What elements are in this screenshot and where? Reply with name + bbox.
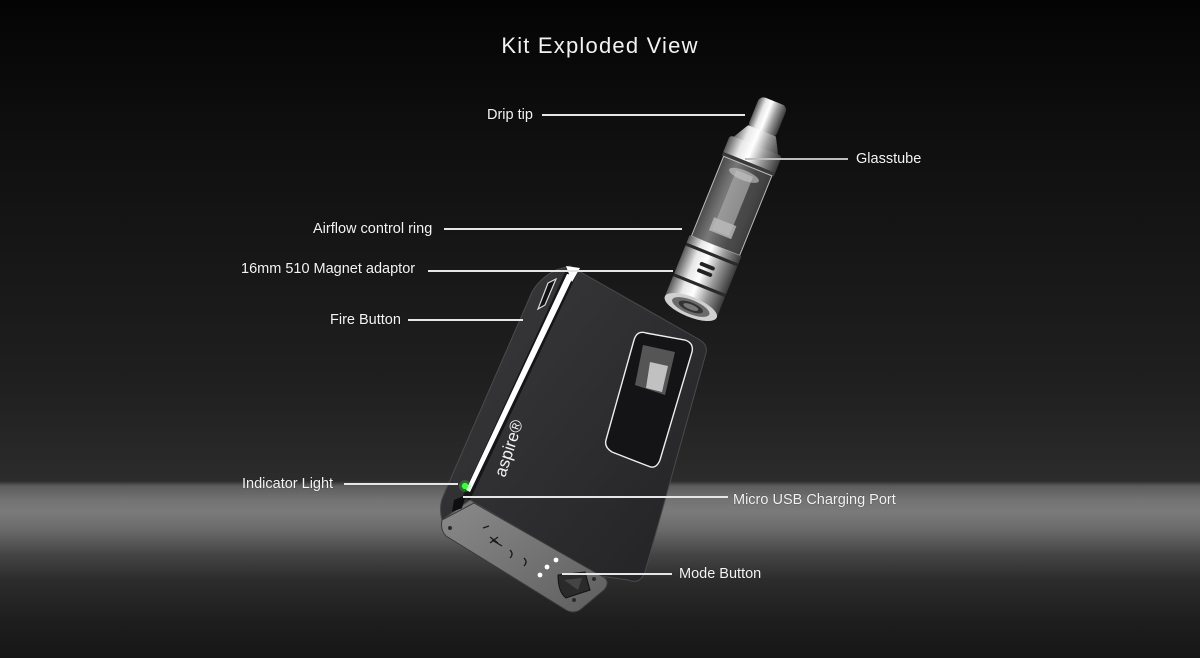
leader-line-mode-button (562, 573, 672, 575)
leader-line-micro-usb (463, 496, 728, 498)
indicator-led (461, 482, 469, 490)
label-micro-usb-port: Micro USB Charging Port (733, 492, 896, 508)
label-glasstube: Glasstube (856, 151, 922, 167)
label-mode-button: Mode Button (679, 566, 762, 582)
leader-line-airflow (444, 228, 682, 230)
fire-button-edge (466, 274, 574, 492)
leader-line-indicator-light (344, 483, 458, 485)
leader-line-magnet-adaptor (428, 270, 673, 272)
mod-body (439, 265, 707, 613)
page-title: Kit Exploded View (501, 33, 699, 58)
tank-atomizer (664, 97, 787, 321)
label-magnet-adaptor: 16mm 510 Magnet adaptor (241, 261, 416, 277)
label-fire-button: Fire Button (330, 312, 401, 328)
leader-line-fire-button (408, 319, 523, 321)
leader-line-glasstube (745, 158, 848, 160)
label-indicator-light: Indicator Light (242, 476, 334, 492)
label-drip-tip: Drip tip (487, 107, 533, 123)
leader-line-drip-tip (542, 114, 745, 116)
label-airflow-control-ring: Airflow control ring (313, 221, 433, 237)
